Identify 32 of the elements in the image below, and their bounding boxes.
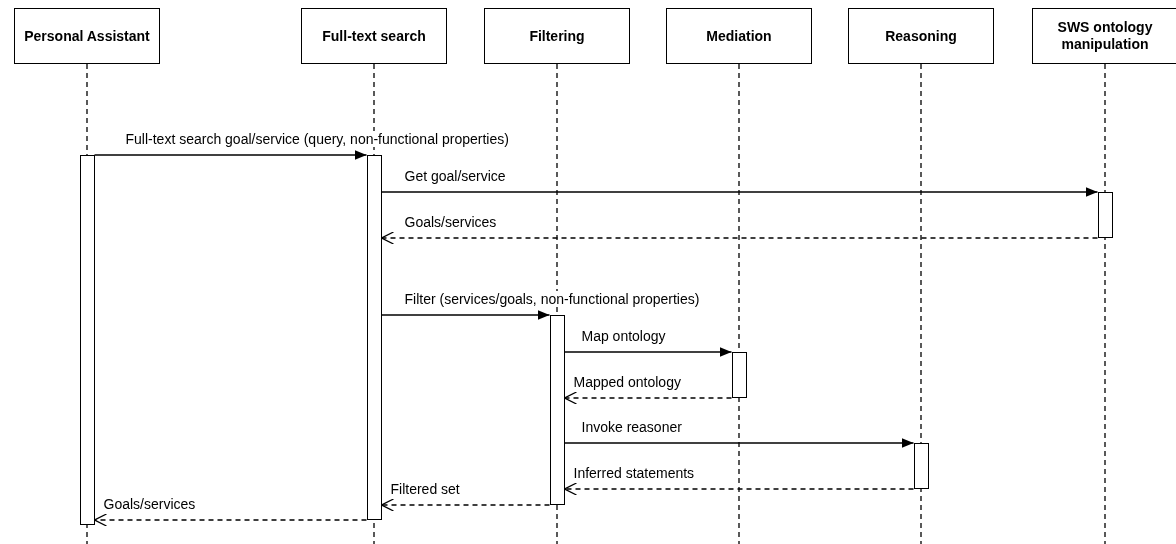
message-arrow: [380, 187, 1099, 197]
message-arrow: [93, 150, 368, 160]
message-label: Map ontology: [580, 328, 667, 344]
return-arrow: [93, 513, 368, 527]
message-arrow: [563, 438, 915, 448]
message-label: Filter (services/goals, non-functional properties): [403, 291, 701, 307]
participant-box: Full-text search: [301, 8, 447, 64]
message-arrow: [380, 310, 551, 320]
message-label: Full-text search goal/service (query, non-functional properties): [124, 131, 510, 147]
activation-bar: [549, 315, 565, 505]
activation-bar: [366, 155, 382, 520]
participant-box: Mediation: [666, 8, 812, 64]
message-label: Invoke reasoner: [580, 419, 683, 435]
message-label: Inferred statements: [572, 465, 696, 481]
participant-box: Filtering: [484, 8, 630, 64]
activation-bar: [913, 443, 929, 489]
message-label: Filtered set: [389, 481, 461, 497]
message-label: Get goal/service: [403, 168, 507, 184]
message-label: Goals/services: [403, 214, 498, 230]
participant-box: Reasoning: [848, 8, 994, 64]
message-arrow: [563, 347, 733, 357]
return-arrow: [563, 391, 733, 405]
return-arrow: [563, 482, 915, 496]
message-label: Goals/services: [102, 496, 197, 512]
activation-bar: [79, 155, 95, 525]
message-label: Mapped ontology: [572, 374, 682, 390]
activation-bar: [731, 352, 747, 398]
return-arrow: [380, 231, 1099, 245]
participant-box: Personal Assistant: [14, 8, 160, 64]
return-arrow: [380, 498, 551, 512]
activation-bar: [1097, 192, 1113, 238]
participant-box: SWS ontology manipulation: [1032, 8, 1176, 64]
